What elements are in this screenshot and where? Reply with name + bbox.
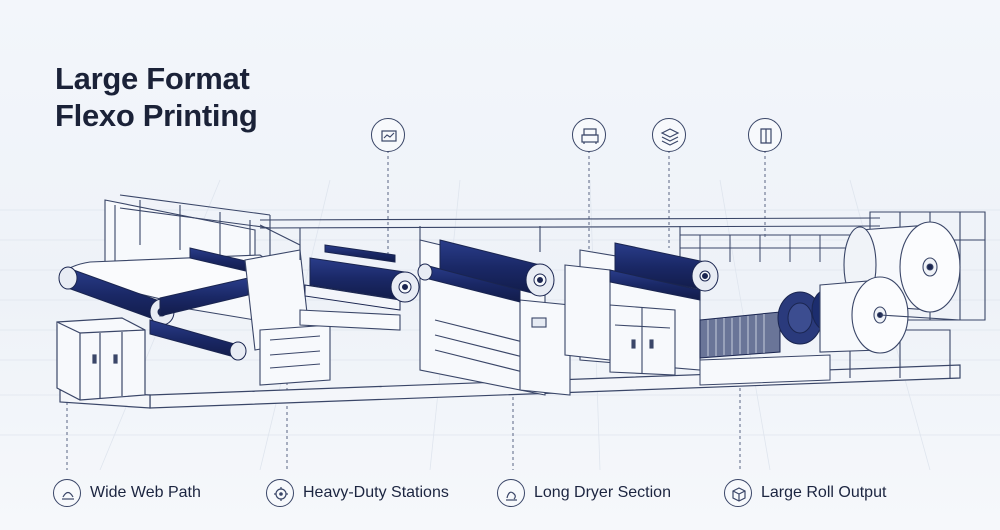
- airflow-icon: [497, 479, 525, 507]
- feature-long-dryer-section[interactable]: Long Dryer Section: [497, 478, 671, 508]
- title-line-1: Large Format: [55, 61, 250, 96]
- feature-label: Long Dryer Section: [534, 484, 671, 501]
- feature-label: Wide Web Path: [90, 484, 201, 501]
- feature-label: Large Roll Output: [761, 484, 887, 501]
- box-icon: [724, 479, 752, 507]
- feature-label: Heavy-Duty Stations: [303, 484, 449, 501]
- press-station-icon[interactable]: [572, 118, 606, 152]
- callout-lines: [66, 150, 766, 470]
- layer-stack-icon[interactable]: [652, 118, 686, 152]
- feature-wide-web-path[interactable]: Wide Web Path: [53, 478, 201, 508]
- title-line-2: Flexo Printing: [55, 98, 258, 133]
- print-plate-icon[interactable]: [371, 118, 405, 152]
- gear-icon: [266, 479, 294, 507]
- web-path-icon: [53, 479, 81, 507]
- roll-box-icon[interactable]: [748, 118, 782, 152]
- feature-large-roll-output[interactable]: Large Roll Output: [724, 478, 886, 508]
- feature-heavy-duty-stations[interactable]: Heavy-Duty Stations: [266, 478, 449, 508]
- page-title: Large Format Flexo Printing: [55, 60, 258, 134]
